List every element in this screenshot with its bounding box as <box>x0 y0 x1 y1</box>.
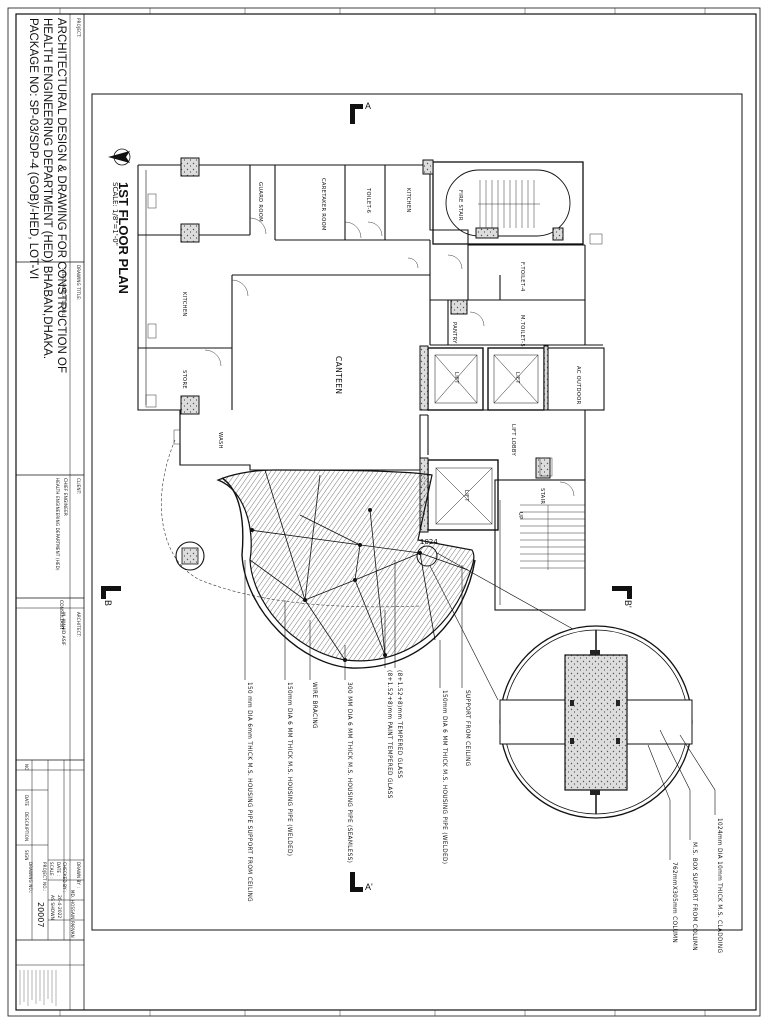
rev-heading-no: NO <box>24 764 29 771</box>
room-lift-lobby: LIFT LOBBY <box>510 424 516 456</box>
drawing-title: STEEL PORCH DETAIL <box>60 268 65 316</box>
note-box-support: M.S. BOX SUPPORT FROM COLUMN <box>691 842 697 951</box>
stair-treads <box>478 180 585 570</box>
date-label: DATE : <box>56 862 61 877</box>
column-detail <box>499 625 693 819</box>
room-fire-stair: FIRE STAIR <box>457 190 463 221</box>
door-swings <box>204 217 575 497</box>
section-label-right: B' <box>623 600 633 608</box>
room-store: STORE <box>181 370 187 389</box>
room-f-toilet-4: F.TOILET-4 <box>519 262 525 292</box>
room-up: UP <box>517 512 523 520</box>
project-no: 20007 <box>36 902 45 928</box>
drawn-by-label: DRAWN BY : <box>76 862 81 889</box>
room-kitchen-top: KITCHEN <box>405 188 411 213</box>
room-m-toilet-5: M.TOILET-5 <box>519 315 525 347</box>
north-arrow-icon <box>108 148 131 166</box>
drawing-no-label: DRAWING NO.: <box>28 862 33 894</box>
note-150mm-housing-pipe-2: 150mm DIA 6 MM THICK M.S. HOUSING PIPE (… <box>286 682 292 857</box>
fixtures <box>145 193 603 477</box>
section-marks <box>101 104 632 892</box>
room-toilet-6: TOILET-6 <box>365 188 371 214</box>
note-150mm-housing-pipe: 150mm DIA 6 MM THICK M.S. HOUSING PIPE (… <box>441 690 447 865</box>
callout-leader-2 <box>429 565 499 701</box>
client-heading: CLIENT: <box>76 478 81 495</box>
note-tempered-glass: (8+1.52+8)mm TEMPERED GLASS <box>396 670 402 779</box>
date-value: 26-4-2022 <box>56 895 61 919</box>
room-lift-1: LIFT <box>453 372 459 384</box>
room-canteen: CANTEEN <box>334 356 343 395</box>
project-line-2: HEALTH ENGINEERING DEPARTMENT (HED) BHAB… <box>41 18 53 360</box>
room-kitchen: KITCHEN <box>181 292 187 317</box>
section-label-left: B <box>103 600 113 607</box>
note-300mm-housing-pipe: 300 MM DIA 6 MM THICK M.S. HOUSING PIPE … <box>346 682 352 864</box>
room-caretaker-room: CARETAKER ROOM <box>320 178 326 231</box>
round-column <box>175 541 205 571</box>
client-line-2: HEALTH ENGINEERING DEPARTMENT (HED) <box>55 478 60 571</box>
lift-shafts <box>427 347 545 531</box>
client-line-1: CHIEF ENGINEER <box>62 478 67 516</box>
drawing-heading: DRAWING TITLE: <box>76 265 81 301</box>
drawing-frame <box>91 93 743 931</box>
room-guard-room: GUARD ROOM <box>257 182 263 222</box>
room-wash: WASH <box>217 432 223 449</box>
note-support-pipe: 150 mm DIA 6mm THICK M.S. HOUSING PIPE S… <box>246 682 252 902</box>
scale-label: SCALE : <box>49 862 54 879</box>
glass-porch-canopy <box>216 469 476 669</box>
title-block-footer-lines <box>19 970 57 1006</box>
project-heading: PROJECT: <box>76 18 81 38</box>
note-wire-bracing: WIRE BRACING <box>311 682 317 729</box>
rev-heading-date: DATE <box>24 795 29 807</box>
canopy-leaders <box>244 560 463 688</box>
architect-heading: ARCHITECT: <box>76 612 81 638</box>
project-line-3: PACKAGE NO: SP-03/SDP-4 (GOB)/-HED, LOT-… <box>27 18 39 280</box>
detail-leaders <box>647 729 716 860</box>
detail-tag: 1024 <box>420 538 438 546</box>
project-no-label: PROJECT NO.: <box>42 862 47 892</box>
drawn-by: MD. HOSSAIN PARVAN <box>70 890 75 938</box>
rev-heading-description: DESCRIPTION <box>24 812 29 842</box>
room-lift-3: LIFT <box>463 490 469 502</box>
section-label-top: A <box>365 101 372 111</box>
note-paint-tempered-glass: (8+1.52+8)mm PAINT TEMPERED GLASS <box>386 670 392 799</box>
scale-value: AS SHOWN <box>49 895 54 920</box>
note-support-from-ceiling: SUPPORT FROM CEILING <box>464 690 470 767</box>
room-lift-2: LIFT <box>514 372 520 384</box>
plan-scale: SCALE: 1/8"=1'-0" <box>111 182 119 246</box>
rev-heading-sign: SIGN <box>24 850 29 861</box>
architect-name: M. WAHID ASIF <box>60 612 65 646</box>
title-block-frame <box>15 13 85 1011</box>
section-label-bottom: A' <box>365 882 373 892</box>
grid-ticks <box>59 8 706 1016</box>
room-ac-outdoor: AC OUTDOOR <box>575 366 581 405</box>
checked-by-label: CHECKED BY : <box>62 862 67 893</box>
room-pantry: PANTRY <box>451 322 457 344</box>
project-line-1: ARCHITECTURAL DESIGN & DRAWING FOR CONST… <box>55 18 67 374</box>
callout-leader-1 <box>436 552 581 634</box>
room-stair: STAIR <box>539 488 545 505</box>
note-cladding: 1024mm DIA 10mm THICK M.S. CLADDING <box>716 818 722 954</box>
note-column: 762mmX305mm COLUMN <box>671 862 677 944</box>
detail-callout-small <box>416 545 438 567</box>
